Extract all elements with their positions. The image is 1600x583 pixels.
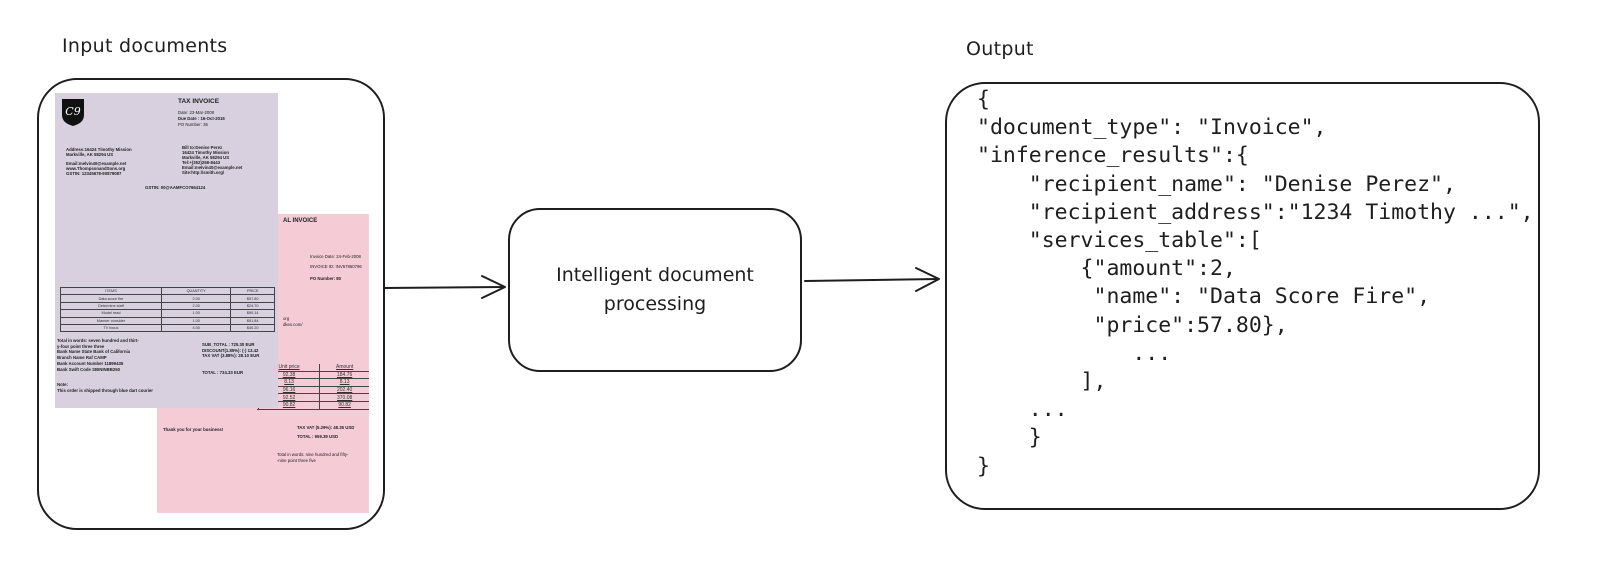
output-label: Output xyxy=(966,38,1034,60)
table-cell: 90.82 xyxy=(319,401,369,410)
total-in-words: Total in words: seven hundred and thirt- xyxy=(57,338,139,343)
json-line: } xyxy=(977,425,1042,451)
swift-code: Bank Swift Code SBININBB250 xyxy=(57,367,121,372)
json-line: "price":57.80}, xyxy=(977,312,1288,338)
bill-to: Tel:+(352)258-8443 xyxy=(182,160,221,165)
text-fragment: dkes.com/ xyxy=(283,322,303,327)
due-date: Due Date : 16-Oct-2016 xyxy=(178,116,225,121)
invoice-document-purple: C9 TAX INVOICE Date: 23-Mar-2008 Due Dat… xyxy=(55,93,278,408)
bill-to: Site:http://smith.org/ xyxy=(182,170,225,175)
json-line: } xyxy=(977,453,990,479)
table-cell: 1.00 xyxy=(160,316,232,325)
table-cell: Model read xyxy=(60,309,162,318)
website: www.ThompsonandSons.org xyxy=(66,166,126,171)
table-cell: 202.40 xyxy=(319,386,369,395)
total: TOTAL : 734.33 EUR xyxy=(202,370,244,375)
bill-to: Bill to:Denise Perez xyxy=(182,145,223,150)
discount: DISCOUNT(1.85%): (-) 13.42 xyxy=(202,348,259,353)
email: Email:melvin40@example.net xyxy=(66,161,127,166)
tax-vat: TAX VAT (3.88%): 28.10 EUR xyxy=(202,353,260,358)
address-line: Markville, AK 58294 US xyxy=(66,152,114,157)
gstin-left: GSTIN: 12345678-90879087 xyxy=(66,171,122,176)
table-header: ITEMS xyxy=(60,286,162,296)
processing-box: Intelligent document processing xyxy=(508,208,802,372)
table-cell: Manner consider xyxy=(60,316,162,325)
table-cell: $40.20 xyxy=(230,323,275,333)
bill-to: Markville, AK 58294 US xyxy=(182,155,230,160)
address-line: Address:16424 Timothy Mission xyxy=(66,147,132,152)
processing-label-line2: processing xyxy=(603,293,707,315)
table-cell: 370.08 xyxy=(319,393,369,402)
bill-to: Email:melvin40@example.net xyxy=(182,165,243,170)
table-header: PRICE xyxy=(230,286,275,296)
table-cell: 2.00 xyxy=(160,294,232,303)
table-cell: Determine staff xyxy=(60,301,162,311)
invoice-title: TAX INVOICE xyxy=(178,98,220,105)
total-in-words: -nine point three five xyxy=(277,458,316,463)
json-line: ... xyxy=(977,397,1068,423)
table-cell: $90.14 xyxy=(230,309,275,318)
table-cell: Data score fire xyxy=(60,294,162,303)
table-cell: 184.76 xyxy=(319,371,369,380)
table-cell: $24.70 xyxy=(230,301,275,311)
gstin: GSTIN: 00@AAMFCO7664124 xyxy=(145,185,206,190)
table-cell: 2.00 xyxy=(160,301,232,311)
json-line: ], xyxy=(977,369,1107,395)
table-cell: 4.00 xyxy=(160,323,232,333)
total-in-words: y-four point three three xyxy=(57,344,105,349)
json-line: "name": "Data Score Fire", xyxy=(977,284,1431,310)
invoice-title: AL INVOICE xyxy=(283,218,318,224)
processing-label-line1: Intelligent document xyxy=(556,264,754,286)
input-documents-label: Input documents xyxy=(62,35,228,57)
json-line: "services_table":[ xyxy=(977,228,1262,254)
output-box xyxy=(945,82,1540,510)
json-line: "inference_results":{ xyxy=(977,143,1249,169)
json-line: "recipient_name": "Denise Perez", xyxy=(977,171,1456,197)
table-header: QUANTITY xyxy=(160,286,232,296)
table-cell: $91.84 xyxy=(230,316,275,325)
table-header: Amount xyxy=(319,364,369,372)
text-fragment: org xyxy=(283,316,290,321)
json-line: {"amount":2, xyxy=(977,256,1236,282)
invoice-date: Invoice Date: 24-Feb-2008 xyxy=(310,254,361,259)
arrow-to-processing xyxy=(383,275,506,299)
thanks-text: Thank you for your business! xyxy=(163,427,224,432)
table-cell: 1.00 xyxy=(160,309,232,318)
po-number: PO Number: 80 xyxy=(310,276,342,281)
table-cell: 8.13 xyxy=(319,378,369,387)
bank-account: Bank Account Number 11899435 xyxy=(57,361,124,366)
table-cell: TV focus xyxy=(60,323,162,333)
bill-to: 16424 Timothy Mission xyxy=(182,150,229,155)
invoice-id: INVOICE ID: INV67860796 xyxy=(310,264,362,269)
po-number: PO Number: 35 xyxy=(178,122,208,127)
arrow-to-output xyxy=(804,267,940,292)
output-json: { "document_type": "Invoice","inference_r… xyxy=(977,86,1534,481)
json-line: "recipient_address":"1234 Timothy ...", xyxy=(977,199,1534,225)
json-line: { xyxy=(977,87,990,112)
bank-name: Bank Name State Bank of California xyxy=(57,349,131,354)
total-in-words: Total in words: nine hundred and fifty- xyxy=(277,452,349,457)
tax-vat: TAX VAT (5.29%): 48.35 USD xyxy=(297,425,355,430)
json-line: ... xyxy=(977,340,1172,366)
invoice-date: Date: 23-Mar-2008 xyxy=(178,110,215,115)
subtotal: SUB_TOTAL : 725.30 EUR xyxy=(202,342,255,347)
note-text: This order is shipped through blue dart … xyxy=(57,388,153,393)
svg-text:C9: C9 xyxy=(65,105,80,118)
table-cell: $57.80 xyxy=(230,294,275,303)
json-line: "document_type": "Invoice", xyxy=(977,115,1327,141)
branch-name: Branch Name Raf CAMP xyxy=(57,355,107,360)
total: TOTAL : 959.39 USD xyxy=(297,434,339,439)
company-logo: C9 xyxy=(62,99,84,126)
note-label: Note: xyxy=(57,382,68,387)
